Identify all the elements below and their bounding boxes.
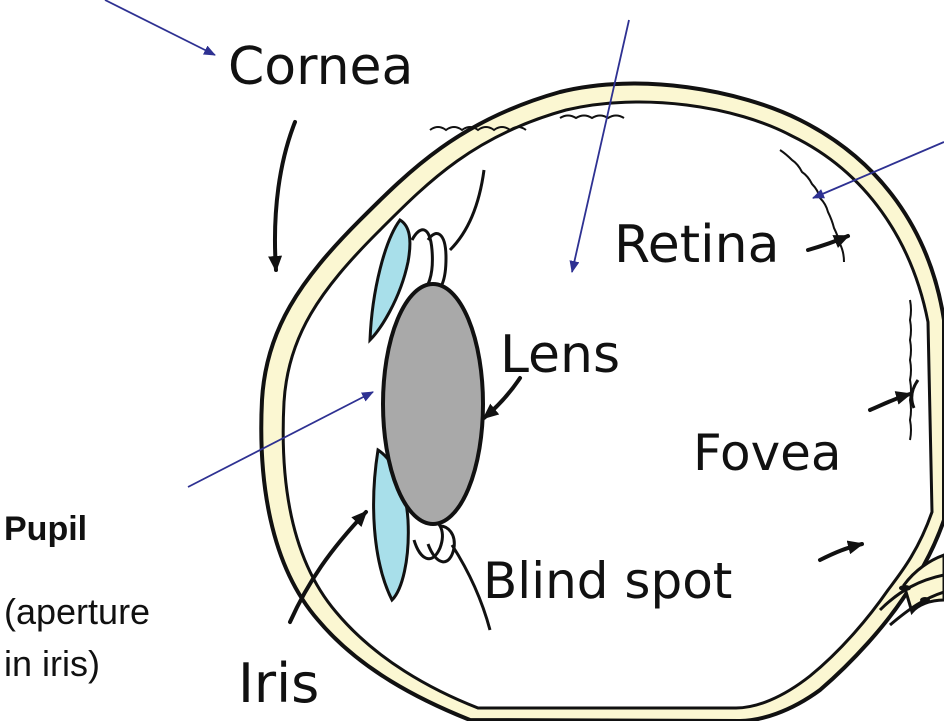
- cornea-arrow: [275, 122, 295, 270]
- lens-shape: [383, 284, 483, 524]
- pupil-label: Pupil: [4, 510, 87, 548]
- fovea-label: Fovea: [693, 424, 842, 482]
- pupil-note-line2: in iris): [4, 643, 100, 684]
- cornea-pointer: [105, 0, 215, 55]
- sclera-inner: [283, 102, 932, 708]
- retina-label: Retina: [614, 215, 779, 275]
- iris-label: Iris: [238, 652, 319, 715]
- lens-label: Lens: [500, 325, 620, 385]
- blind-spot-label: Blind spot: [483, 552, 732, 610]
- pupil-note-line1: (aperture: [4, 591, 150, 632]
- cornea-label: Cornea: [228, 37, 413, 97]
- eyeball: [261, 84, 944, 721]
